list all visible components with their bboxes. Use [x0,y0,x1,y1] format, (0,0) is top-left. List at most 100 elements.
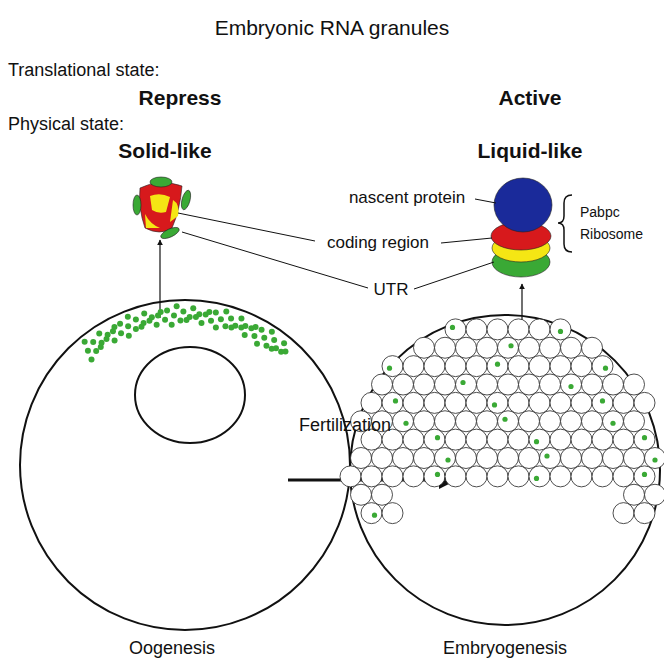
cell [592,356,613,377]
state-label: Repress [139,86,222,110]
cell [487,319,508,340]
cell [351,448,372,469]
granule-dot [171,312,177,318]
solid-granule [133,177,192,241]
cell [613,466,634,487]
cell [382,503,403,524]
cell [613,392,634,413]
cell [477,411,498,432]
cell [445,466,466,487]
cell [445,356,466,377]
granule-dot [118,330,124,336]
cell [634,392,655,413]
granule-dot [372,513,377,518]
granule-dot [544,453,549,458]
cell [540,448,561,469]
cell [634,503,655,524]
granule-dot [82,339,88,345]
granule-dot [254,341,260,347]
granule-dot [90,339,96,345]
granule-dot [141,310,147,316]
granule-dot [213,310,219,316]
granule-dot [93,348,99,354]
granule-dot [281,340,287,346]
cell [529,319,550,340]
granule-dot [445,457,450,462]
granule-dot [164,308,170,314]
granule-dot [180,309,186,315]
cell [508,356,529,377]
cell [456,337,477,358]
granule-dot [435,472,440,477]
cell [519,337,540,358]
cell [361,466,382,487]
cell [508,466,529,487]
process-label: Fertilization [299,415,391,436]
granule-dot [126,333,132,339]
cell [550,429,571,450]
cell [634,466,655,487]
granule-dot [169,322,175,328]
granule-dot [174,303,180,309]
granule-dot [88,356,94,362]
cell [466,466,487,487]
cell [372,484,393,505]
cell [624,484,645,505]
granule-dot [232,323,238,329]
cell [487,429,508,450]
granule-dot [652,457,657,462]
cell [592,392,613,413]
cell [603,448,624,469]
cell [424,356,445,377]
cell [498,411,519,432]
cell [403,392,424,413]
granule-dot [450,325,455,330]
granule-dot [259,327,265,333]
cell [592,466,613,487]
cell [603,411,624,432]
cell [634,429,655,450]
granule-dot [125,314,131,320]
granule-dot [387,366,392,371]
rna-granule-dots [82,303,289,362]
cell [382,356,403,377]
cell [645,484,664,505]
granule-dot [162,317,168,323]
cell [403,429,424,450]
cell [645,448,664,469]
cell [550,466,571,487]
cell [372,448,393,469]
bracket [558,195,572,252]
cell [351,484,372,505]
cell [508,392,529,413]
title: Embryonic RNA granules [215,16,450,40]
rna-granule-dots [372,325,658,518]
granule-dot [610,421,615,426]
granule-dot [149,314,155,320]
granule-dot [99,340,105,346]
granule-dot [534,476,539,481]
cell [340,466,361,487]
granule-dot [271,337,277,343]
cell [403,466,424,487]
granule-dot [393,398,398,403]
cell [477,337,498,358]
oocyte [20,300,350,630]
granule-dot [105,332,111,338]
cell [508,319,529,340]
cell [582,411,603,432]
cell [382,392,403,413]
granule-dot [208,318,214,324]
cell [372,374,393,395]
cell [487,466,508,487]
granule-dot [242,332,248,338]
cell [592,429,613,450]
cell [361,392,382,413]
granule-dot [534,439,539,444]
embryo [350,315,660,625]
state-label: Solid-like [118,139,211,163]
granule-dot [508,343,513,348]
cell [550,356,571,377]
cell [498,448,519,469]
stage-label: Oogenesis [129,638,215,659]
